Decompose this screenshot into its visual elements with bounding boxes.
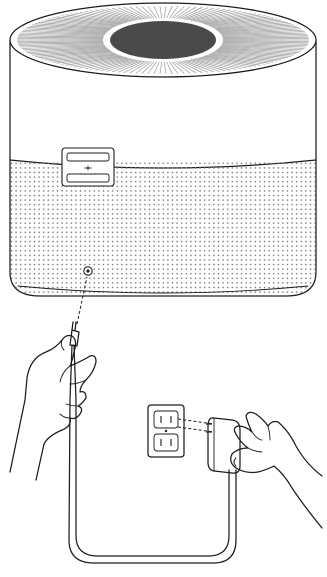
hand-holding-plug-icon bbox=[10, 322, 96, 480]
vent-line bbox=[17, 39, 103, 40]
vent-line bbox=[223, 39, 309, 40]
wall-outlet-icon bbox=[148, 405, 184, 457]
filter-cover-latch bbox=[62, 148, 114, 186]
purifier-grille bbox=[10, 150, 316, 300]
vent-line bbox=[17, 41, 103, 42]
purifier-top-center bbox=[110, 21, 216, 59]
hand-plugging-adapter-icon bbox=[231, 412, 322, 528]
vent-line bbox=[223, 41, 309, 42]
power-port-icon bbox=[84, 267, 92, 275]
air-purifier bbox=[10, 3, 316, 300]
